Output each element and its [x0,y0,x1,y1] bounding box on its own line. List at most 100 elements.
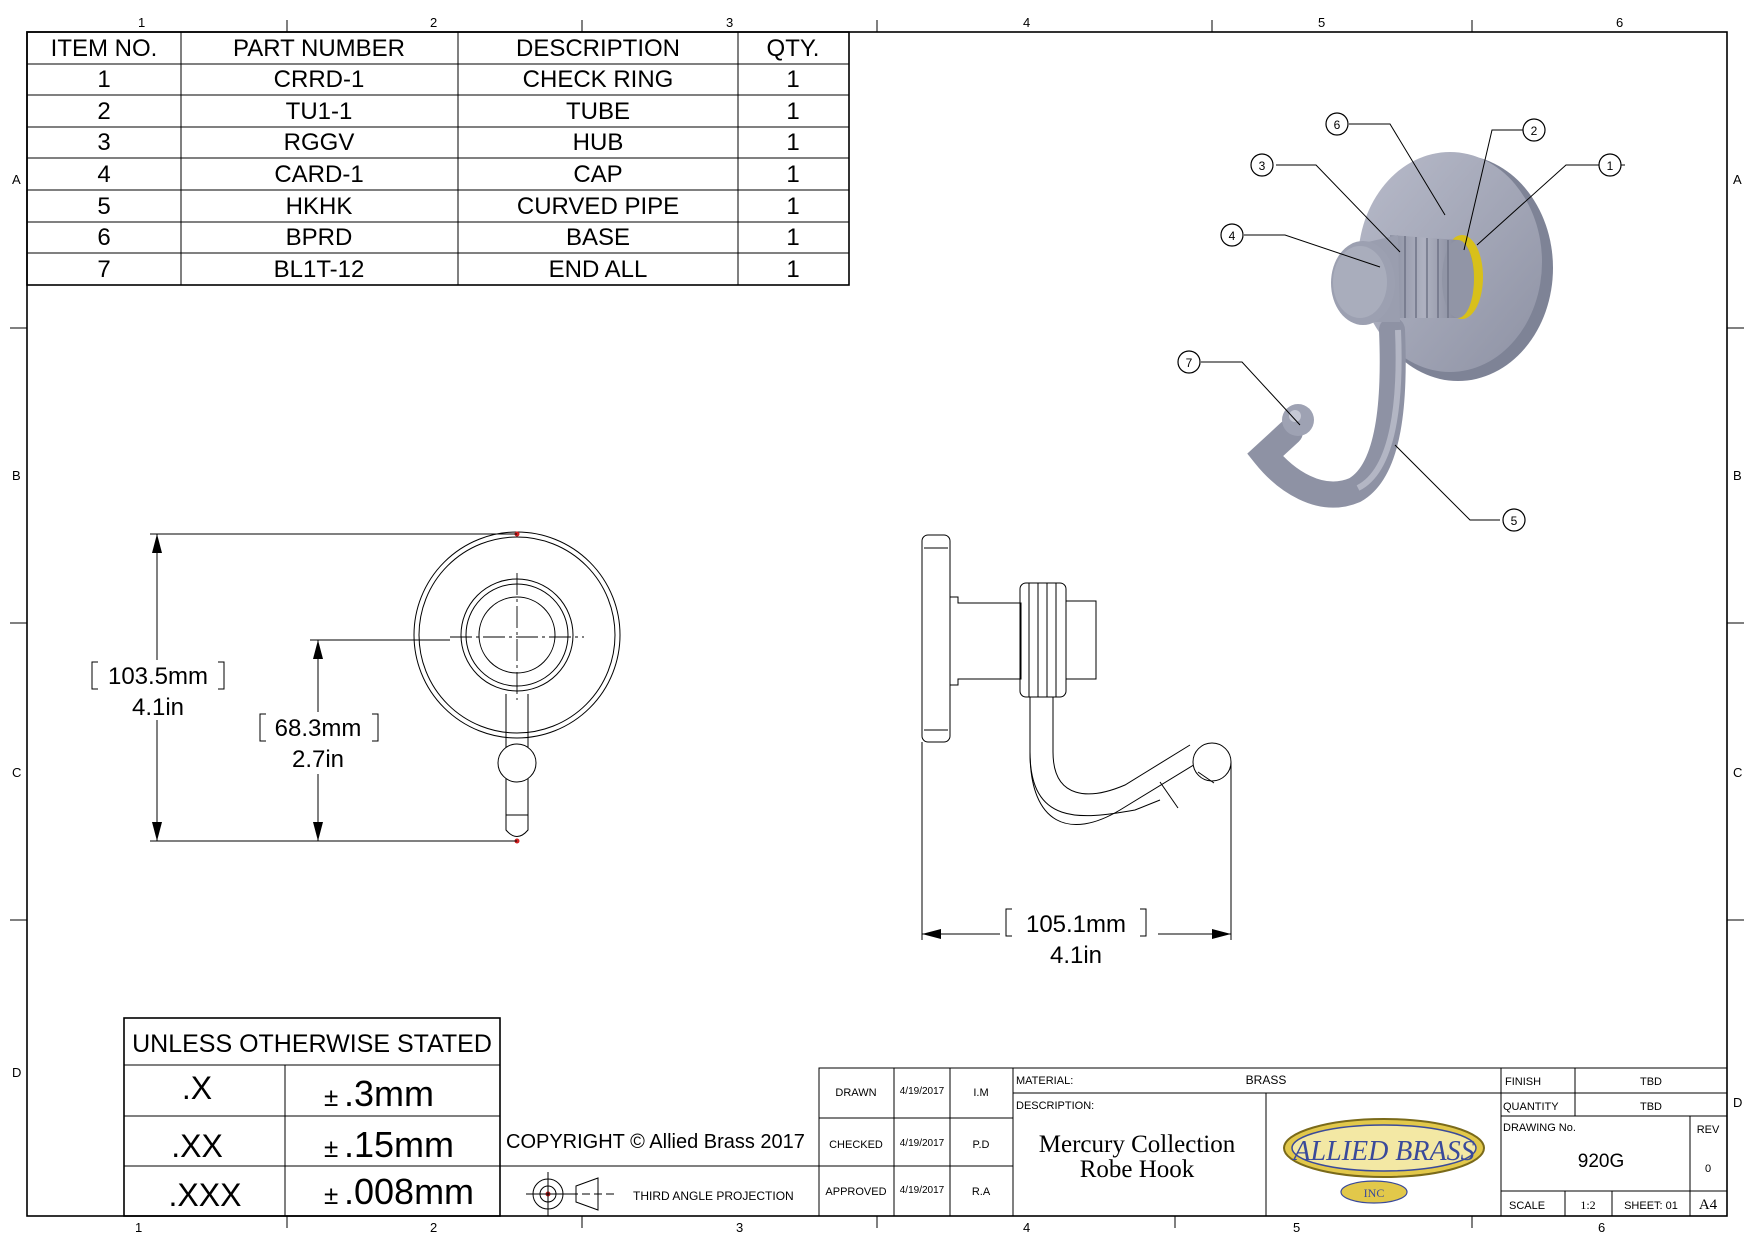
signoff-role: CHECKED [829,1139,883,1151]
sheet-size: A4 [1699,1197,1718,1213]
curved-pipe-highlight [1356,329,1402,491]
zone-row-right-d: D [1733,1095,1742,1110]
bom-cell: RGGV [284,129,355,156]
bom-cell: CHECK RING [523,66,674,93]
bom-cell: 1 [97,66,110,93]
bom-cell: TU1-1 [286,98,353,125]
zone-row-left-d: D [12,1065,21,1080]
depth-dimension-mm: 105.1mm [1026,911,1126,938]
center-dimension-mm: 68.3mm [275,715,362,742]
balloon-label: 2 [1531,124,1538,138]
depth-dimension-in: 4.1in [1050,942,1102,969]
signoff-date: 4/19/2017 [900,1185,945,1196]
threaded-hub [1390,235,1458,318]
signoff-role: DRAWN [835,1087,876,1099]
curved-pipe [1247,317,1406,508]
front-pipe [505,694,529,837]
description-line1: Mercury Collection [1039,1131,1236,1158]
material-label: MATERIAL: [1016,1075,1073,1087]
tolerance-precision: .XX [171,1128,223,1164]
balloon [1220,223,1244,247]
title-block: MATERIAL: BRASS DESCRIPTION: Mercury Col… [1012,1067,1728,1217]
bom-cell: 1 [786,224,799,251]
rev-value: 0 [1705,1163,1711,1175]
side-threaded-hub [1019,582,1067,698]
drawing-number-label: DRAWING No. [1503,1122,1576,1134]
side-base-plate [921,534,951,743]
zone-col-top-5: 5 [1318,15,1325,30]
zone-row-right-c: C [1733,765,1742,780]
projection-label: THIRD ANGLE PROJECTION [633,1189,794,1203]
zone-row-right-b: B [1733,468,1742,483]
signoff-role: APPROVED [825,1186,886,1198]
zone-labels: 1 2 3 4 5 6 1 2 3 4 5 6 A B C D A B C D [12,15,1742,1235]
balloon [1522,118,1546,142]
bom-cell: 1 [786,98,799,125]
front-dimensions: 103.5mm 4.1in 68.3mm 2.7in [91,660,379,774]
tolerance-sign: ± [324,1180,338,1210]
third-angle-projection-icon [526,1172,616,1216]
balloon-label: 3 [1259,159,1266,173]
bom-header-part: PART NUMBER [233,35,405,62]
bom-cell: 6 [97,224,110,251]
balloon-label: 4 [1229,229,1236,243]
side-cap [1066,600,1097,680]
zone-col-bottom-1: 1 [135,1220,142,1235]
zone-col-top-1: 1 [138,15,145,30]
base-inner-circle [418,536,616,734]
tolerance-precision: .XXX [169,1177,242,1213]
signoff-initials: R.A [972,1186,991,1198]
zone-col-bottom-2: 2 [430,1220,437,1235]
bom-cell: TUBE [566,98,630,125]
bom-cell: CRRD-1 [274,66,365,93]
zone-col-top-2: 2 [430,15,437,30]
front-view [150,531,621,844]
height-dimension-in: 4.1in [132,694,184,721]
logo-text: ALLIED BRASS [1291,1136,1474,1167]
balloon-label: 1 [1607,159,1614,173]
bom-table: ITEM NO. PART NUMBER DESCRIPTION QTY. 1 … [26,31,850,286]
front-end-ball [497,743,537,783]
zone-row-right-a: A [1733,172,1742,187]
side-hook-inner [1052,697,1191,795]
bom-cell: BL1T-12 [274,256,365,283]
signoff-table: DRAWN 4/19/2017 I.M CHECKED 4/19/2017 P.… [818,1067,1014,1217]
bom-cell: 1 [786,129,799,156]
description-label: DESCRIPTION: [1016,1100,1094,1112]
tolerance-table: UNLESS OTHERWISE STATED .X .XX .XXX ± ± … [123,1017,501,1217]
quantity-label: QUANTITY [1503,1101,1559,1113]
rev-label: REV [1697,1124,1720,1136]
zone-col-bottom-3: 3 [736,1220,743,1235]
signoff-date: 4/19/2017 [900,1086,945,1097]
tolerance-header: UNLESS OTHERWISE STATED [132,1030,492,1058]
zone-row-left-c: C [12,765,21,780]
height-dimension-mm: 103.5mm [108,663,208,690]
tolerance-value: .15mm [344,1124,454,1165]
tolerance-sign: ± [324,1133,338,1163]
bom-header-qty: QTY. [767,35,820,62]
zone-col-bottom-4: 4 [1023,1220,1030,1235]
bom-cell: END ALL [549,256,648,283]
finish-label: FINISH [1505,1076,1541,1088]
zone-col-bottom-6: 6 [1598,1220,1605,1235]
copyright-text: COPYRIGHT © Allied Brass 2017 [506,1131,805,1153]
signoff-initials: P.D [973,1139,990,1151]
bom-cell: 1 [786,193,799,220]
side-tube [950,596,1022,686]
bom-cell: HKHK [286,193,353,220]
signoff-initials: I.M [973,1087,988,1099]
balloon [1177,350,1201,374]
finish-value: TBD [1640,1076,1662,1088]
bom-cell: BPRD [286,224,353,251]
zone-col-top-6: 6 [1616,15,1623,30]
zone-row-left-a: A [12,172,21,187]
balloon-label: 5 [1511,514,1518,528]
zone-row-left-b: B [12,468,21,483]
bom-cell: 1 [786,161,799,188]
isometric-view [1247,152,1553,508]
tolerance-value: .3mm [344,1073,434,1114]
allied-brass-logo: ALLIED BRASS INC [1283,1118,1485,1204]
material-value: BRASS [1246,1073,1287,1087]
balloon-label: 6 [1334,118,1341,132]
zone-col-top-3: 3 [726,15,733,30]
